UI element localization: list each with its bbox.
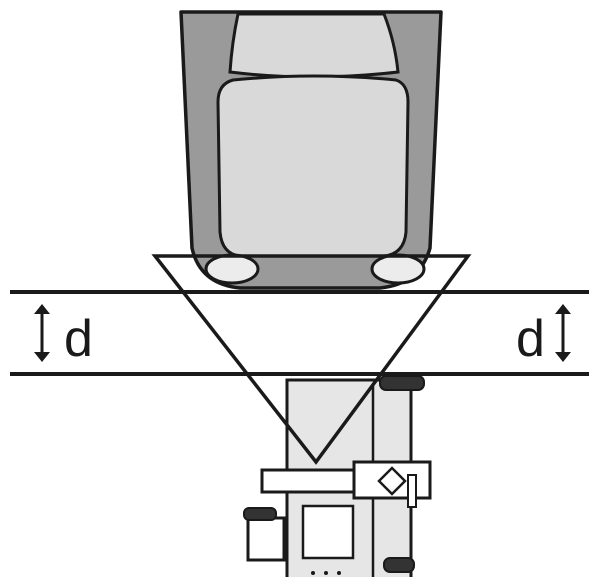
headlamp-right <box>370 253 426 285</box>
device-dot-3 <box>337 571 341 575</box>
double-arrow-left-icon <box>34 304 50 362</box>
device-screen <box>301 504 355 560</box>
aiming-device <box>243 375 432 577</box>
device-dot-1 <box>311 571 315 575</box>
distance-label-left: d <box>64 310 93 368</box>
beam-triangle <box>151 254 472 465</box>
device-clamp-diamond <box>377 466 407 496</box>
headlamp-left <box>204 253 260 285</box>
device-top-knob <box>379 375 425 391</box>
device-left-handle <box>246 516 286 562</box>
vehicle-roof <box>216 74 410 258</box>
vehicle <box>179 10 443 290</box>
device-bottom-knob <box>383 557 415 573</box>
device-left-knob <box>243 507 277 521</box>
vehicle-rear-window <box>228 12 400 79</box>
double-arrow-right-icon <box>555 304 571 362</box>
device-dot-2 <box>324 571 328 575</box>
distance-label-right: d <box>516 310 545 368</box>
device-side-knob <box>407 474 417 508</box>
